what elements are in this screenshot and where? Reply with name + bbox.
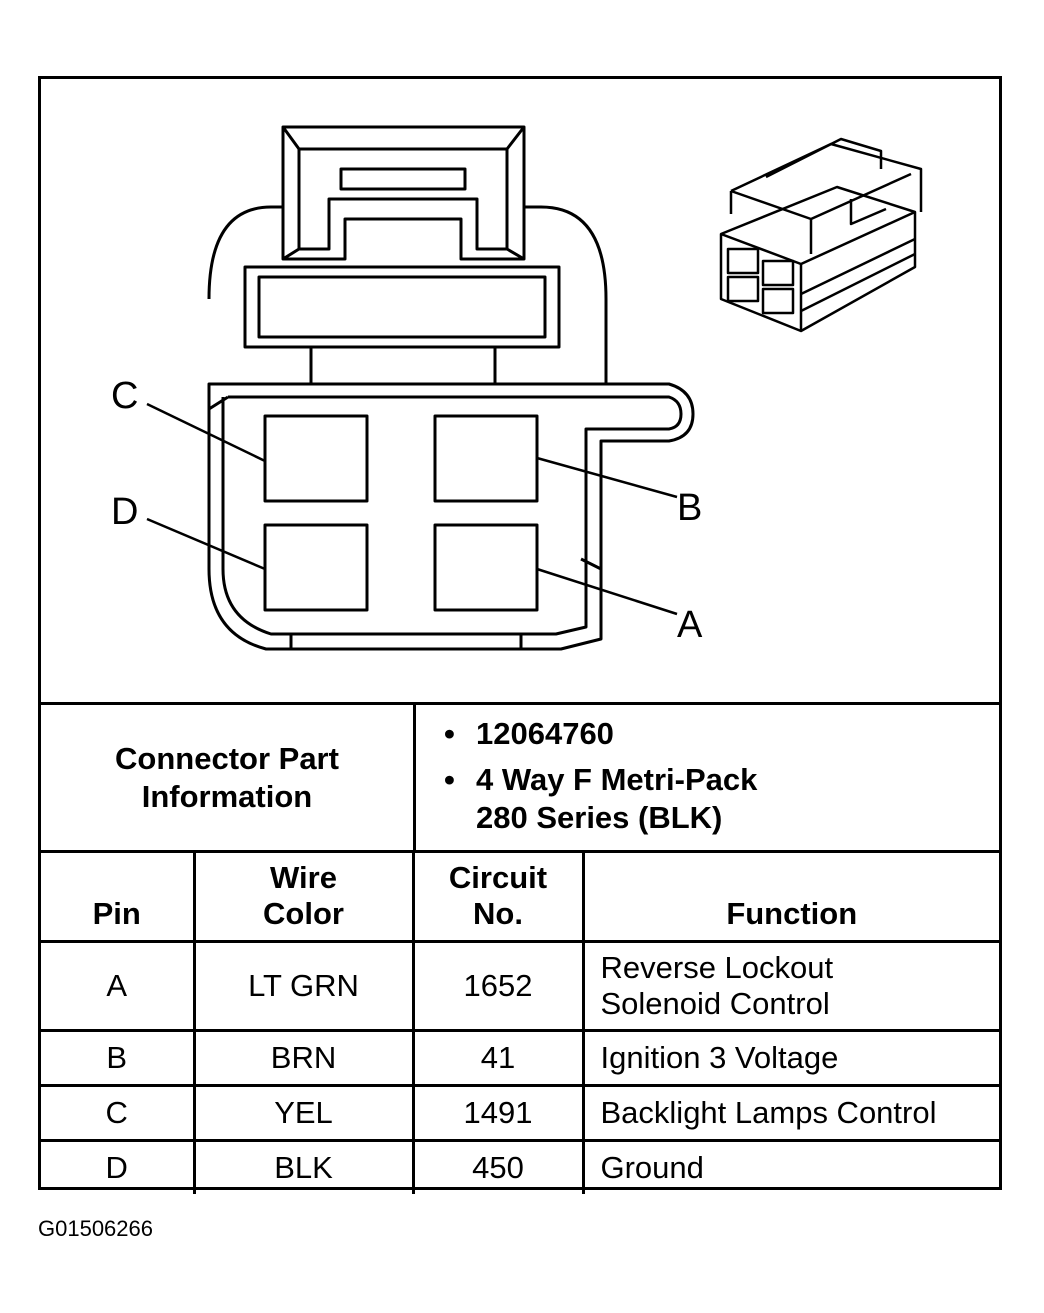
cell-pin: A [41,940,196,1032]
cell-pin: B [41,1029,196,1087]
pin-label-b: B [677,487,703,529]
cell-wire-color: BLK [192,1139,415,1194]
header-circuit-no: Circuit No. [411,850,585,943]
cell-circuit-no: 41 [411,1029,585,1087]
connector-drawing [146,125,923,651]
connector-info-row: Connector Part Information • 12064760 • … [41,702,999,853]
pin-label-a: A [677,604,703,646]
part-number-item: • 12064760 [444,715,614,753]
cell-circuit-no: 1652 [411,940,585,1032]
cell-function: Backlight Lamps Control [581,1084,999,1142]
cell-function: Reverse Lockout Solenoid Control [581,940,999,1032]
cell-circuit-no: 450 [411,1139,585,1194]
table-header-row: Pin Wire Color Circuit No. Function [41,850,999,943]
header-wire-color: Wire Color [192,850,415,943]
cell-pin: C [41,1084,196,1142]
connector-description-line1: 4 Way F Metri-Pack [476,762,758,797]
connector-info-label: Connector Part Information [115,740,339,814]
table-row: C YEL 1491 Backlight Lamps Control [41,1084,999,1142]
cell-wire-color: BRN [192,1029,415,1087]
cell-function: Ground [581,1139,999,1194]
header-function: Function [581,850,999,943]
cell-wire-color: YEL [192,1084,415,1142]
connector-description-item: • 4 Way F Metri-Pack 280 Series (BLK) [444,761,758,837]
connector-info-label-cell: Connector Part Information [41,705,416,850]
bullet-icon: • [444,762,455,797]
connector-diagram-frame: C B D A Connector Part Information • 120… [38,76,1002,1194]
cell-wire-color: LT GRN [192,940,415,1032]
connector-description-line2: 280 Series (BLK) [476,800,723,835]
table-row: B BRN 41 Ignition 3 Voltage [41,1029,999,1087]
pinout-table: Pin Wire Color Circuit No. Function A LT… [41,850,999,1194]
pin-label-d: D [111,491,139,533]
table-row: D BLK 450 Ground [41,1139,999,1194]
table-row: A LT GRN 1652 Reverse Lockout Solenoid C… [41,940,999,1032]
connector-face [207,125,695,651]
pin-label-c: C [111,375,139,417]
part-number: 12064760 [476,716,614,751]
connector-3d-view [719,137,923,333]
bullet-icon: • [444,716,455,751]
cell-function: Ignition 3 Voltage [581,1029,999,1087]
pin-leader-lines [146,402,678,616]
cell-pin: D [41,1139,196,1194]
figure-id: G01506266 [38,1216,153,1241]
connector-info-value-cell: • 12064760 • 4 Way F Metri-Pack 280 Seri… [416,705,999,850]
header-pin: Pin [41,850,196,943]
cell-circuit-no: 1491 [411,1084,585,1142]
